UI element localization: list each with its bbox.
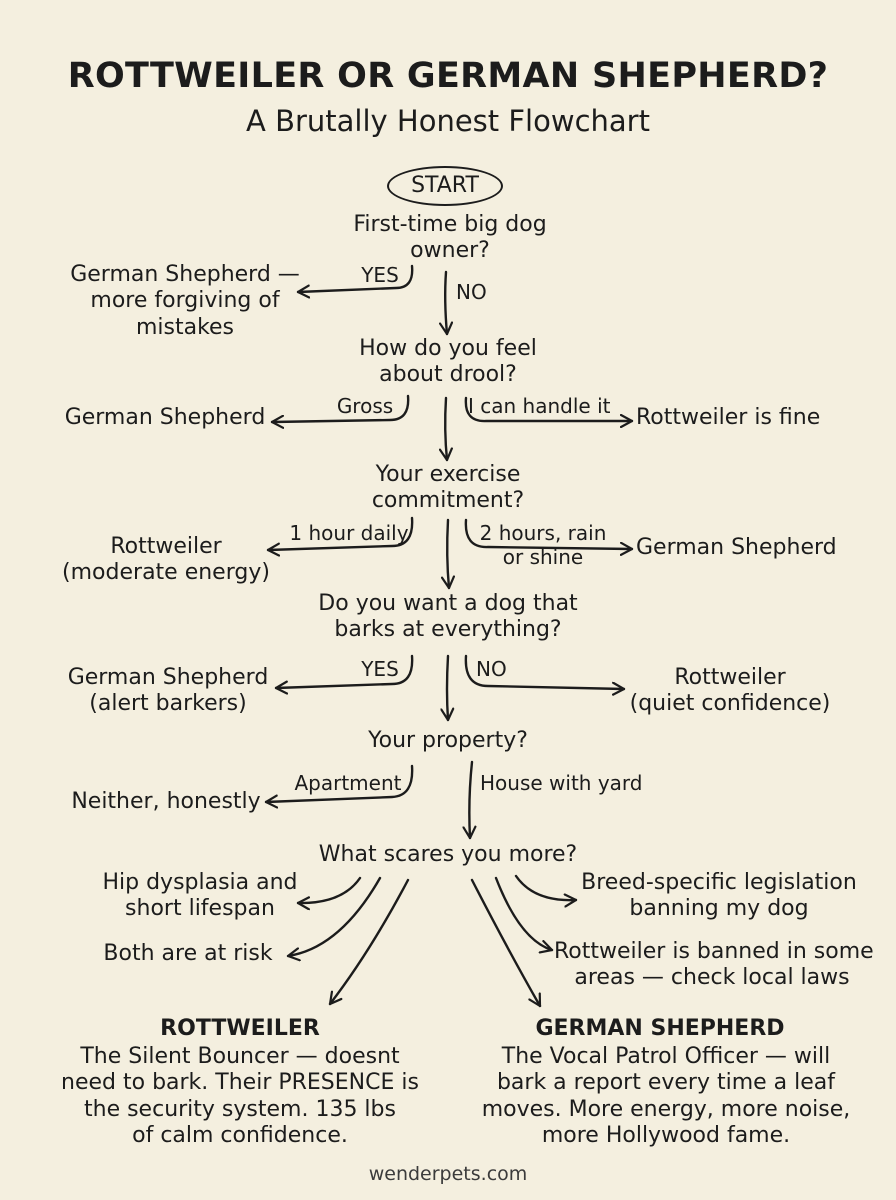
arrow-q6-left-2 [286, 876, 382, 956]
rottweiler-result-text: The Silent Bouncer — doesnt need to bark… [61, 1044, 419, 1149]
arrow-q1-no [445, 270, 447, 336]
arrow-q2-down [445, 396, 447, 462]
question-first-time-owner: First-time big dog owner? [353, 212, 547, 264]
question-scares: What scares you more? [318, 842, 578, 867]
q1-yes-outcome: German Shepherd — more forgiving of mist… [70, 262, 300, 340]
q5-left-label: Apartment [294, 771, 402, 795]
q4-right-outcome: Rottweiler (quiet confidence) [629, 665, 831, 717]
arrow-q4-left [274, 654, 414, 688]
q6-left-outcome-2: Both are at risk [103, 941, 273, 966]
q3-left-label: 1 hour daily [289, 521, 409, 545]
q4-left-outcome: German Shepherd (alert barkers) [67, 665, 269, 717]
q3-left-outcome: Rottweiler (moderate energy) [62, 534, 270, 586]
question-drool: How do you feel about drool? [359, 336, 537, 388]
arrow-q5-left [264, 764, 414, 802]
gsd-result-text: The Vocal Patrol Officer — will bark a r… [481, 1044, 851, 1149]
q1-yes-label: YES [361, 263, 399, 287]
q6-right-outcome-2: Rottweiler is banned in some areas — che… [554, 939, 874, 991]
q2-left-label: Gross [336, 394, 394, 418]
page-subtitle: A Brutally Honest Flowchart [246, 104, 650, 138]
arrow-q3-right [464, 518, 634, 549]
q3-right-outcome: German Shepherd [636, 535, 837, 560]
q6-left-outcome-1: Hip dysplasia and short lifespan [102, 870, 298, 922]
arrow-q6-right-3 [470, 878, 542, 1008]
question-exercise: Your exercise commitment? [371, 462, 525, 514]
page-title: ROTTWEILER OR GERMAN SHEPHERD? [67, 56, 829, 96]
gsd-result-title: GERMAN SHEPHERD [535, 1016, 785, 1041]
arrow-q4-right [464, 654, 626, 689]
question-property: Your property? [368, 728, 528, 753]
arrow-q6-right-1 [514, 874, 578, 900]
arrow-q6-left-3 [328, 878, 410, 1006]
arrow-q3-left [266, 516, 414, 550]
q5-left-outcome: Neither, honestly [71, 789, 261, 814]
q2-left-outcome: German Shepherd [64, 405, 266, 430]
footer-site: wenderpets.com [368, 1163, 528, 1185]
arrow-q2-right [464, 396, 634, 421]
q4-right-label: NO [476, 657, 507, 681]
arrow-q6-left-1 [296, 876, 362, 903]
arrow-q1-yes [296, 264, 414, 292]
arrow-q5-down [469, 760, 472, 840]
start-node: START [387, 166, 503, 206]
q4-left-label: YES [361, 657, 399, 681]
q2-right-outcome: Rottweiler is fine [636, 405, 821, 430]
q5-right-label: House with yard [480, 771, 643, 795]
rottweiler-result-title: ROTTWEILER [160, 1016, 320, 1041]
arrow-q6-right-2 [494, 876, 554, 950]
q3-right-label: 2 hours, rain or shine [479, 521, 607, 569]
q1-no-label: NO [456, 280, 487, 304]
q2-right-label: I can handle it [468, 394, 611, 418]
arrow-q4-down [447, 654, 448, 722]
arrow-q2-left [270, 394, 410, 422]
question-barking: Do you want a dog that barks at everythi… [318, 591, 578, 643]
arrow-q3-down [447, 518, 449, 590]
q6-right-outcome-1: Breed-specific legislation banning my do… [581, 870, 857, 922]
